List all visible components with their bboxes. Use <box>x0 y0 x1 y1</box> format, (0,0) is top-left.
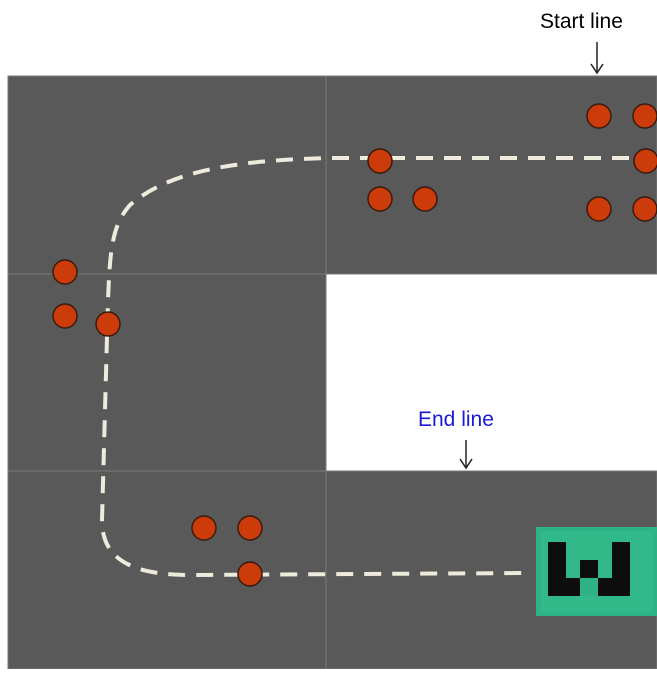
obstacle-dot <box>52 303 78 329</box>
obstacle-dot <box>237 561 263 587</box>
start-arrow <box>590 42 604 75</box>
obstacle-dots <box>52 103 657 587</box>
obstacle-dot <box>412 186 438 212</box>
track-floor <box>7 75 657 670</box>
obstacle-dot <box>95 311 121 337</box>
obstacle-dot <box>191 515 217 541</box>
obstacle-dot <box>367 148 393 174</box>
tile-bottom-left <box>7 470 327 670</box>
end-arrow <box>459 440 473 470</box>
dashed-route <box>99 156 657 578</box>
obstacle-dot <box>586 103 612 129</box>
tile-top-left <box>7 75 327 275</box>
obstacle-dot <box>237 515 263 541</box>
obstacle-dot <box>632 196 657 222</box>
obstacle-dot <box>52 259 78 285</box>
finish-marker-icon <box>536 527 657 616</box>
tile-middle-left <box>7 273 327 472</box>
start-line-label: Start line <box>540 10 623 33</box>
obstacle-dot <box>633 148 657 174</box>
tile-top-right <box>325 75 657 275</box>
obstacle-dot <box>586 196 612 222</box>
end-line-label: End line <box>418 408 494 431</box>
obstacle-dot <box>632 103 657 129</box>
obstacle-dot <box>367 186 393 212</box>
